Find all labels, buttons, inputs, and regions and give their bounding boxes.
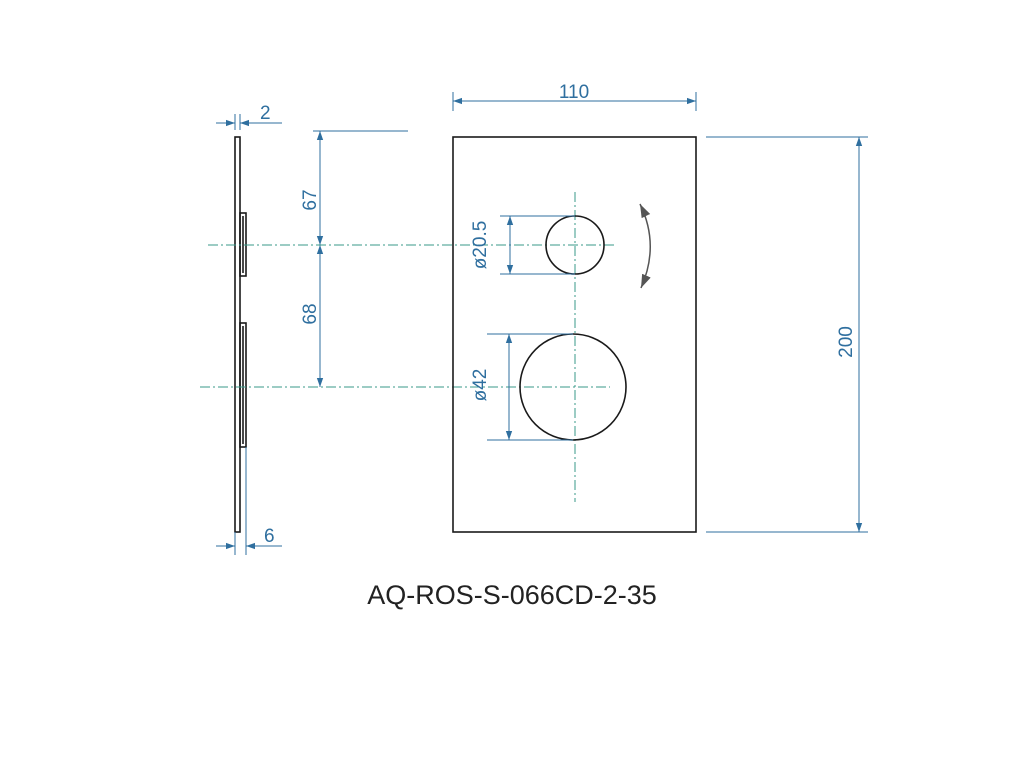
dimension-small-diameter: ø20.5 xyxy=(470,215,575,275)
dim-label-offset-top: 67 xyxy=(300,189,321,210)
front-plate-outline xyxy=(452,136,697,533)
rotation-arrow-icon xyxy=(639,203,651,289)
dim-label-small-diameter: ø20.5 xyxy=(470,221,491,270)
dimension-offsets: 67 68 xyxy=(300,130,408,387)
dimension-thickness-top: 2 xyxy=(216,103,282,130)
dimension-large-diameter: ø42 xyxy=(470,333,573,441)
side-view xyxy=(234,136,247,533)
dimension-thickness-bottom: 6 xyxy=(216,447,282,555)
side-lower-boss xyxy=(239,322,247,448)
dim-label-thickness-top: 2 xyxy=(260,103,271,124)
dim-label-thickness-bottom: 6 xyxy=(264,526,275,547)
dimension-height: 200 xyxy=(706,136,868,533)
dim-label-height: 200 xyxy=(836,326,857,358)
dim-label-width: 110 xyxy=(559,82,589,103)
dim-label-offset-middle: 68 xyxy=(300,303,321,324)
dimension-width: 110 xyxy=(452,82,697,111)
model-code: AQ-ROS-S-066CD-2-35 xyxy=(367,580,657,610)
dim-label-large-diameter: ø42 xyxy=(470,369,491,402)
